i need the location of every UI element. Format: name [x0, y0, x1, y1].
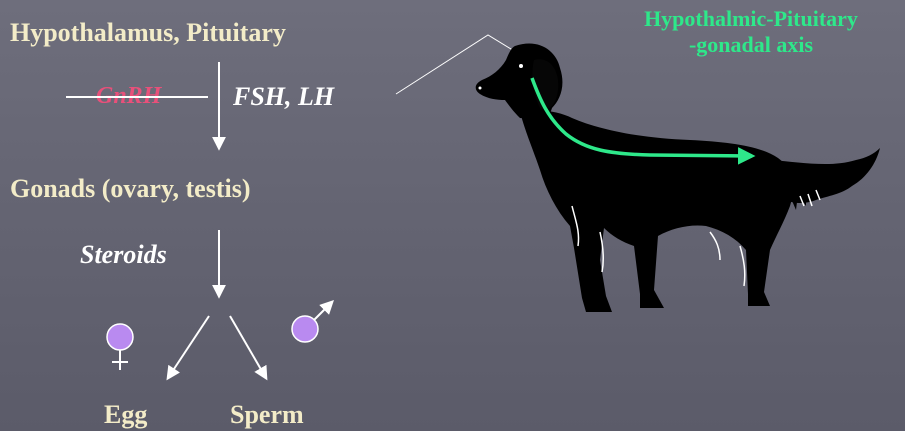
dog-eye [519, 64, 523, 68]
male-symbol-icon [292, 302, 332, 342]
arrow-to-sperm [230, 316, 266, 378]
arrow-to-egg [168, 316, 209, 378]
dog-silhouette-icon [476, 43, 880, 312]
dog-nose-highlight [479, 87, 482, 90]
female-symbol-icon [107, 324, 133, 370]
